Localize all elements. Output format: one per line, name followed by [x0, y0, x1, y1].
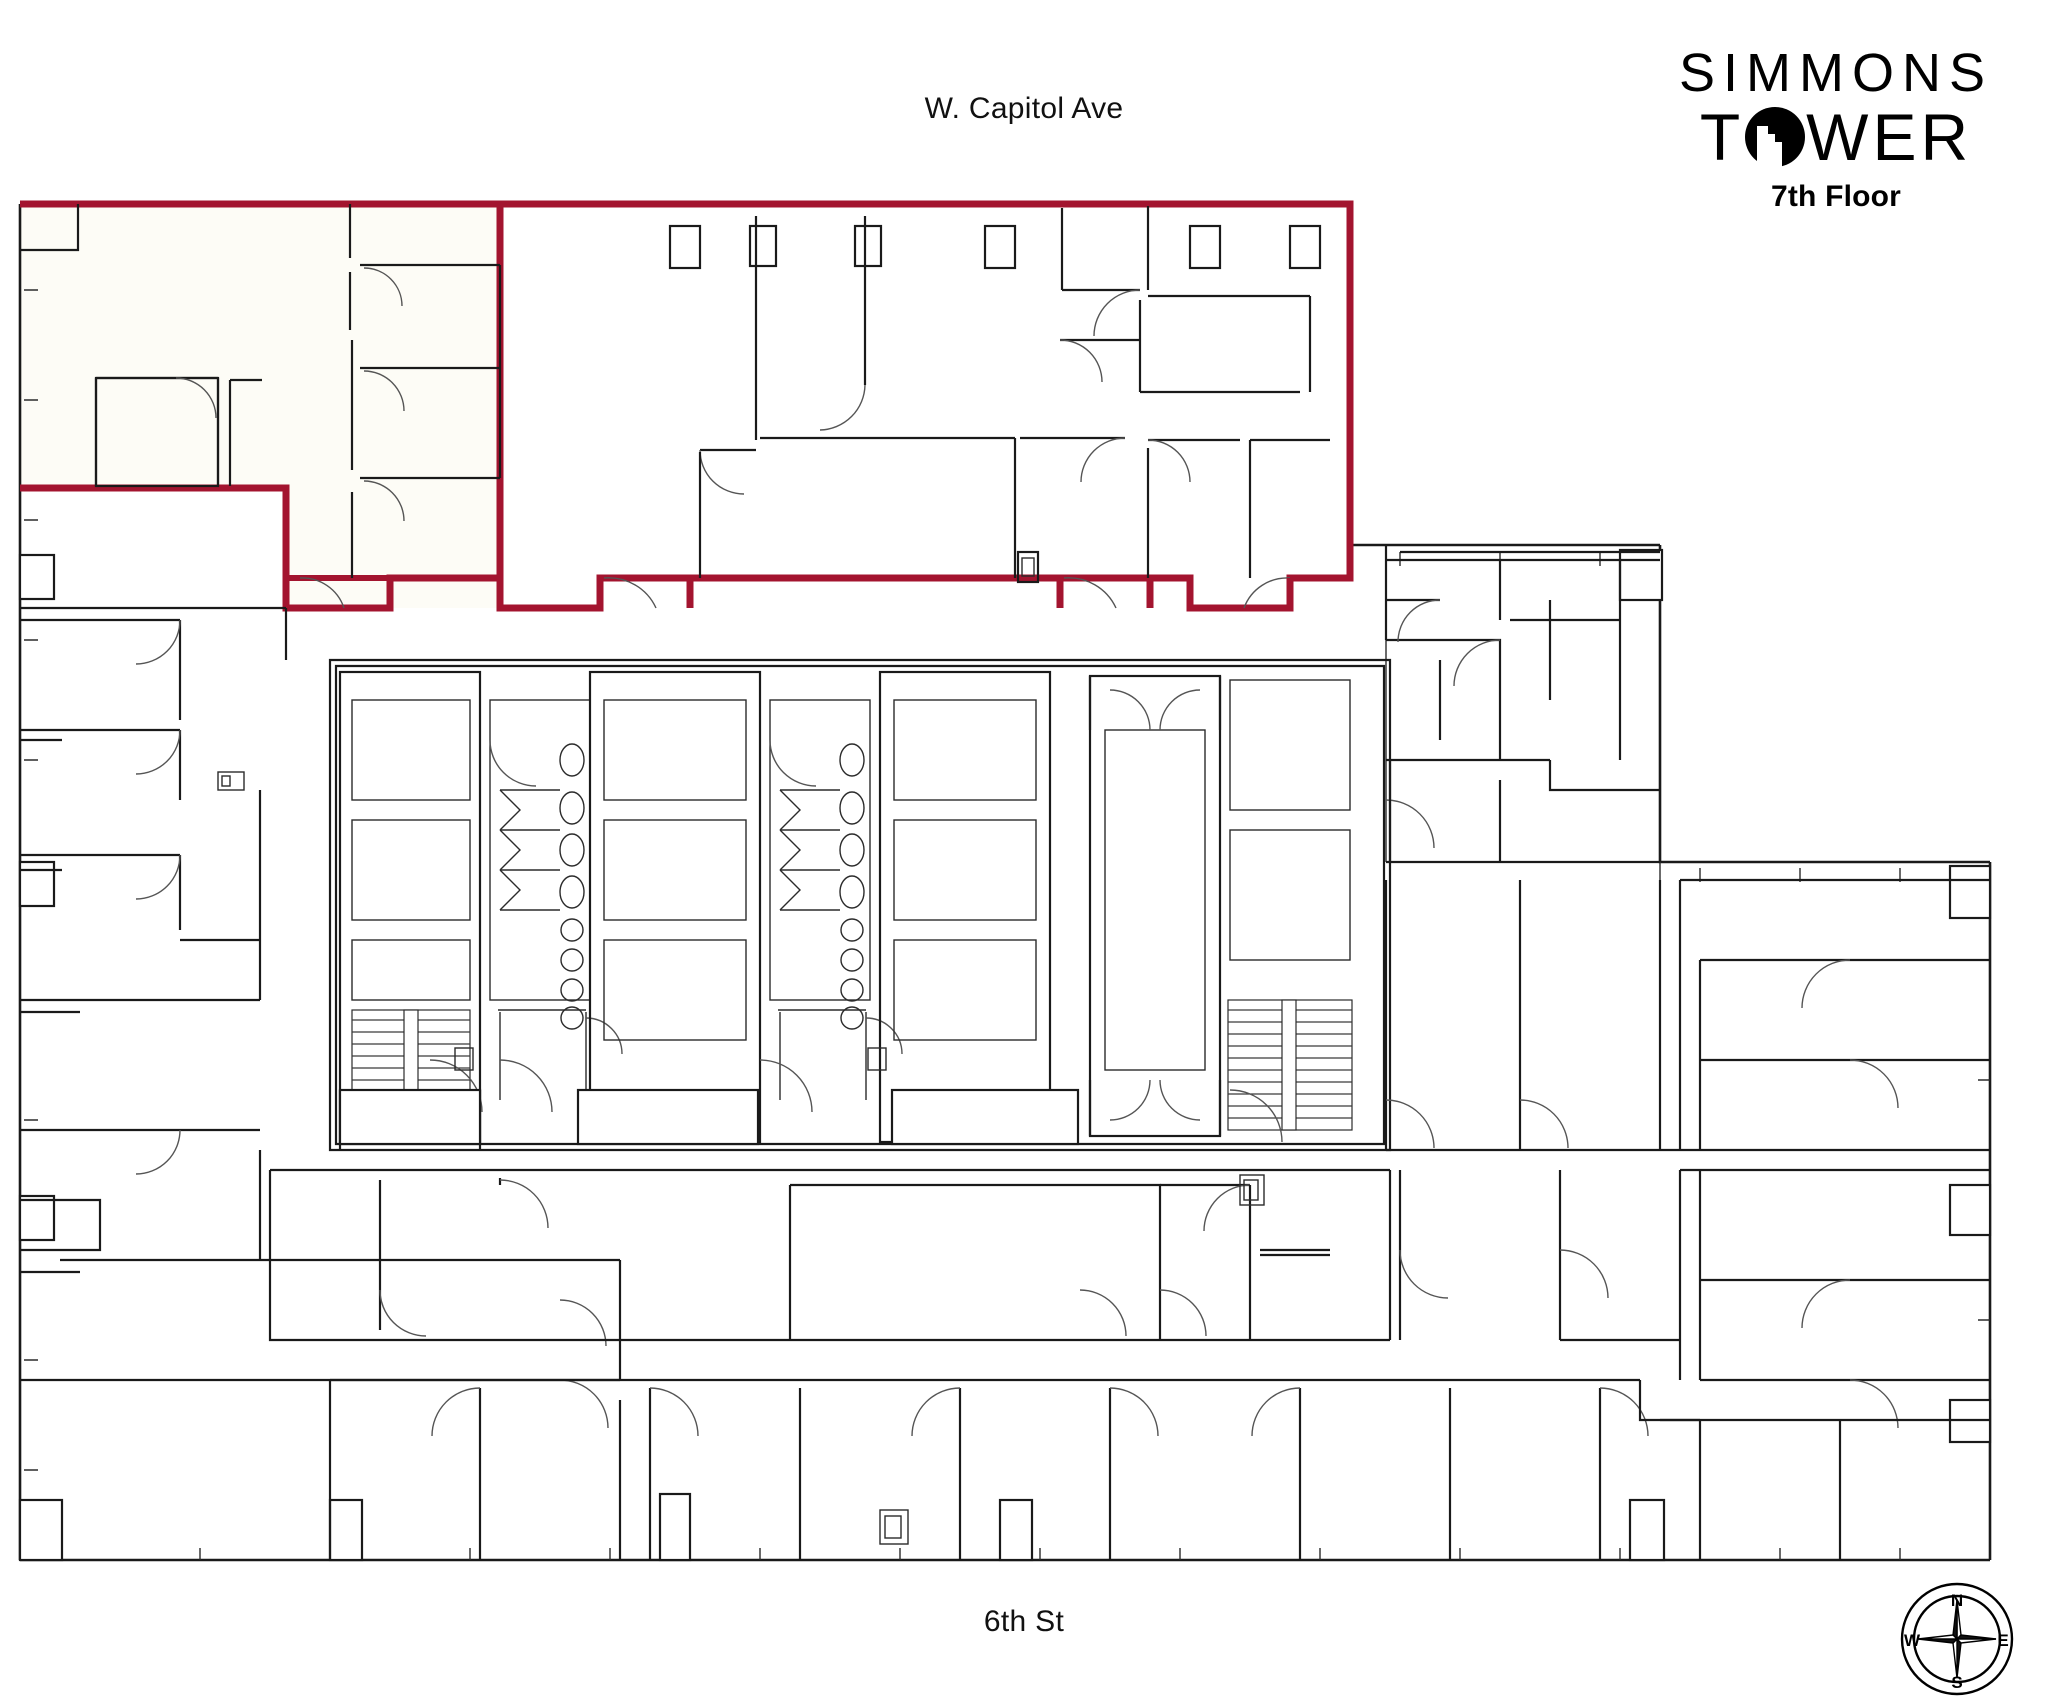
core-bottom-band [338, 1088, 1080, 1146]
suite-700-area-fill [20, 204, 500, 608]
restroom-right [769, 699, 903, 1100]
core-center-shafts [588, 670, 762, 1144]
brand-logo: SIMMONS T WER 7th Floor [1666, 44, 2006, 214]
restroom-left [489, 699, 623, 1100]
suite-700-710-partition [348, 204, 502, 578]
south-row-offices [328, 1378, 1700, 1560]
core-bottom-doors [338, 1047, 1283, 1150]
building-core [328, 658, 1392, 1152]
suite-710-area-fill [500, 204, 1350, 608]
sinks-left [560, 918, 584, 1030]
compass-east: E [1997, 1631, 2008, 1650]
compass-north: N [1951, 1591, 1963, 1610]
structural-columns [18, 224, 1992, 1562]
brand-letters-wer: WER [1806, 100, 1973, 174]
suite-710-elevator-symbol [1016, 550, 1040, 584]
elevator-lobby [1088, 674, 1222, 1138]
stair-right [1227, 999, 1353, 1131]
floor-label: 7th Floor [1770, 180, 1902, 213]
street-label-north: W. Capitol Ave [924, 92, 1124, 125]
northeast-wing [1384, 545, 1660, 643]
central-lower-offices [268, 1168, 1392, 1342]
compass-south: S [1951, 1673, 1962, 1692]
suite-700-interior-walls [20, 204, 262, 488]
suite-boundary-door-openings [282, 577, 1294, 609]
brand-letter-t: T [1699, 100, 1745, 174]
core-left-shafts [338, 670, 482, 1144]
compass-west: W [1904, 1631, 1921, 1650]
brand-name-simmons: SIMMONS [1678, 43, 1993, 103]
elevator-cabs-right [1229, 679, 1351, 961]
compass-rose-icon: N S E W [1898, 1580, 2016, 1698]
street-label-south: 6th St [983, 1605, 1065, 1638]
west-wing-offices [20, 606, 622, 1560]
brand-name-tower: T WER [1666, 104, 2006, 170]
core-right-shafts [878, 670, 1052, 1144]
suite-710-interior-walls [698, 206, 1330, 578]
tower-building-icon [1744, 106, 1806, 168]
east-wing-offices [1384, 558, 1990, 1560]
sinks-right [840, 918, 864, 1030]
